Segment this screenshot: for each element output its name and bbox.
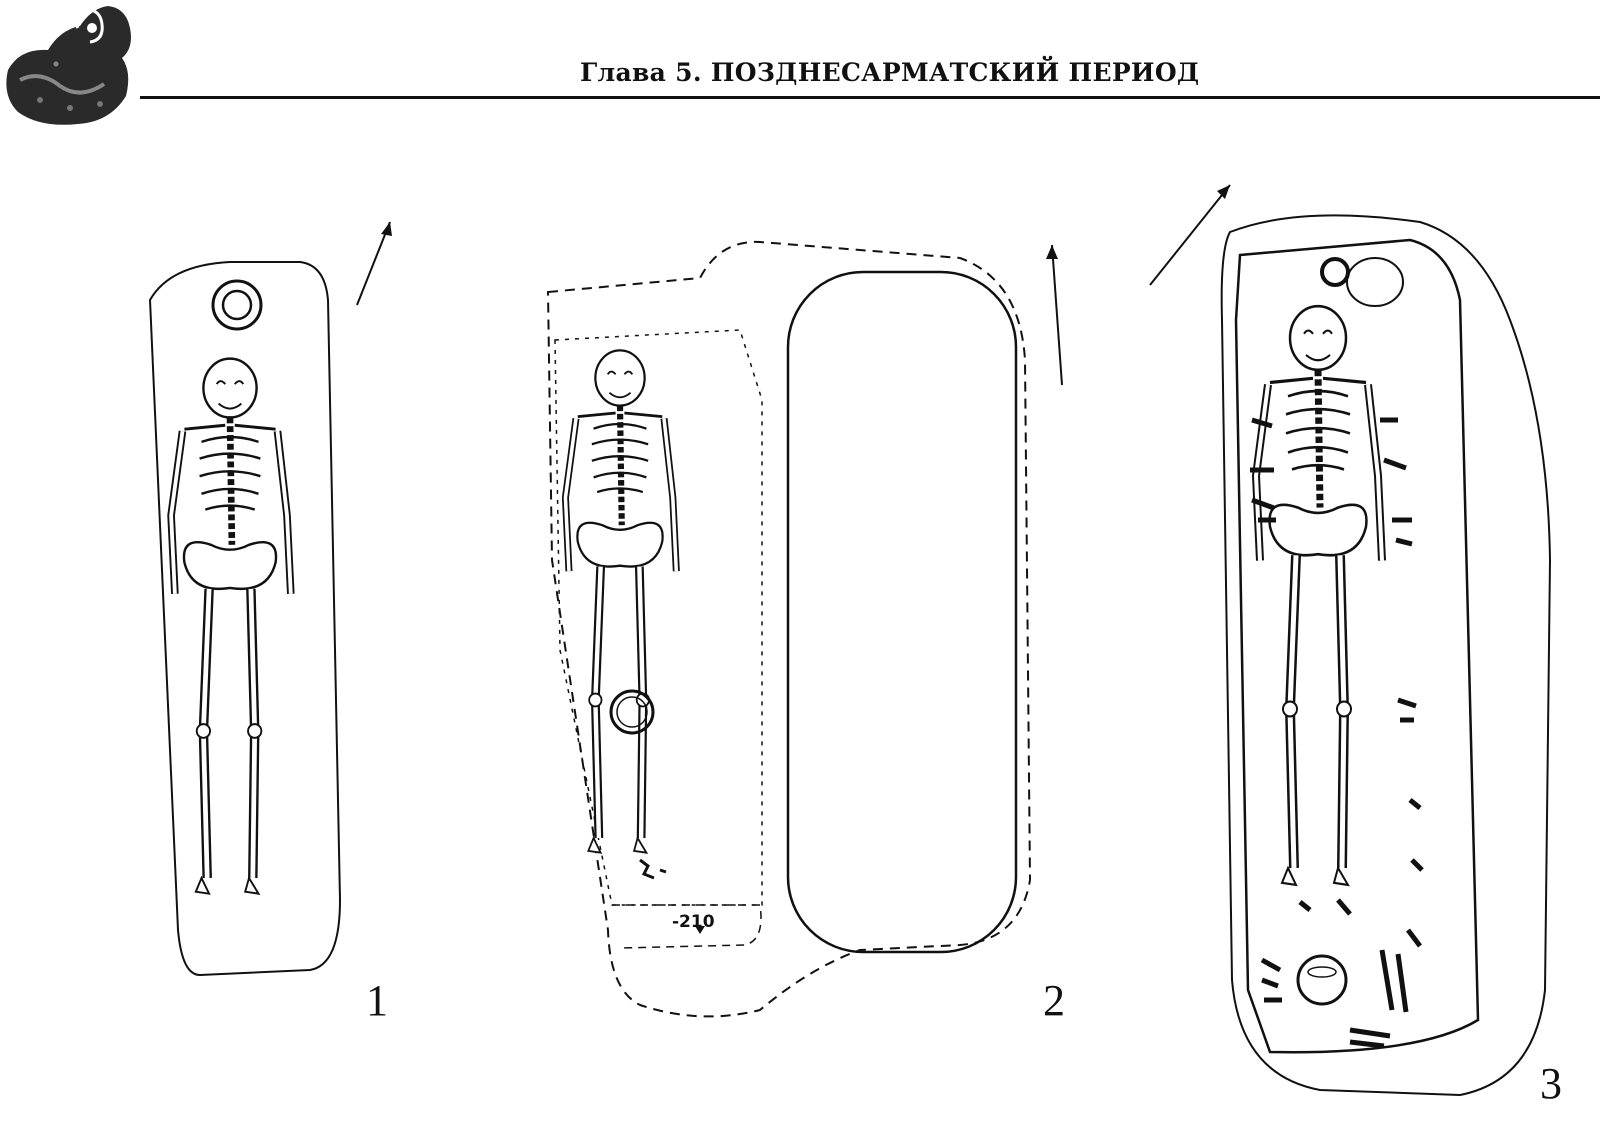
- grave-plan-3: [1149, 184, 1552, 1097]
- chapter-title: Глава 5. ПОЗДНЕСАРМАТСКИЙ ПЕРИОД: [580, 58, 1200, 87]
- depth-mark: -210: [672, 912, 715, 932]
- figure-number-1: 1: [366, 976, 388, 1025]
- figure-number-2: 2: [1043, 976, 1065, 1025]
- grave-plan-2: [546, 240, 1063, 1018]
- figure-number-3: 3: [1540, 1059, 1562, 1108]
- grave-plan-1: [148, 221, 392, 977]
- header-rule: [140, 96, 1600, 99]
- ram-figurine-icon: [6, 6, 132, 125]
